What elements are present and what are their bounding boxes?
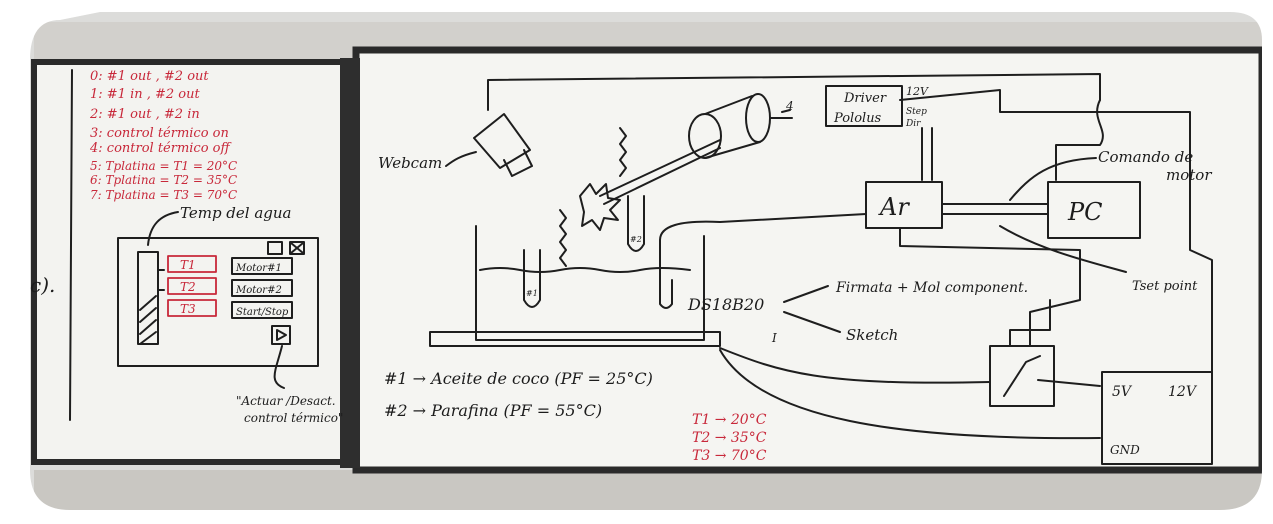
temp-1: T1 → 20°C	[692, 412, 767, 428]
psu-5v: 5V	[1112, 384, 1133, 400]
gui-t2-label: T2	[180, 280, 196, 294]
firmata-label: Firmata + Mol component.	[835, 280, 1028, 296]
motor-pin-label: 4	[785, 99, 794, 113]
material-2: #2 → Parafina (PF = 55°C)	[384, 401, 602, 420]
comando-label-2: motor	[1166, 166, 1212, 184]
sensor-label: DS18B20	[687, 295, 764, 314]
gui-startstop-label: Start/Stop	[236, 307, 289, 318]
driver-step: Step	[906, 107, 927, 117]
wall-bottom	[34, 470, 1264, 510]
gui-t3-label: T3	[180, 302, 196, 316]
sketch-label: Sketch	[846, 326, 898, 344]
tube-2-label: #2	[630, 235, 642, 244]
material-1: #1 → Aceite de coco (PF = 25°C)	[384, 369, 653, 388]
comando-label-1: Comando de	[1098, 148, 1193, 166]
pc-label: PC	[1067, 198, 1103, 226]
edge-text: c).	[30, 273, 55, 297]
tube-1-label: #1	[526, 289, 538, 298]
tset-label: Tset point	[1132, 279, 1198, 294]
actuar-note-1: "Actuar /Desact.	[236, 394, 336, 408]
arduino-label: Ar	[878, 193, 910, 221]
driver-label-1: Driver	[843, 91, 887, 106]
mode-0: 0: #1 out , #2 out	[90, 69, 209, 84]
webcam-label: Webcam	[378, 154, 442, 172]
gui-t1-label: T1	[180, 258, 196, 272]
voltage-top: 12V	[906, 85, 929, 98]
temp-label: Temp del agua	[180, 204, 292, 222]
current-label: I	[771, 331, 777, 345]
psu-gnd: GND	[1110, 443, 1140, 457]
mode-5: 5: Tplatina = T1 = 20°C	[90, 159, 237, 173]
gui-motor2-label: Motor#2	[235, 285, 282, 296]
mode-1: 1: #1 in , #2 out	[90, 87, 201, 102]
mode-2: 2: #1 out , #2 in	[89, 107, 200, 122]
temp-2: T2 → 35°C	[692, 430, 767, 446]
gui-motor1-label: Motor#1	[235, 263, 282, 274]
temp-3: T3 → 70°C	[692, 448, 767, 464]
driver-dir: Dir	[905, 119, 921, 129]
mode-3: 3: control térmico on	[90, 126, 229, 141]
mode-6: 6: Tplatina = T2 = 35°C	[90, 173, 237, 187]
board-divider	[340, 58, 360, 468]
mode-7: 7: Tplatina = T3 = 70°C	[90, 188, 237, 202]
psu-12v: 12V	[1168, 384, 1198, 400]
actuar-note-2: control térmico"	[244, 411, 343, 425]
driver-label-2: Pololus	[833, 111, 882, 126]
mode-4: 4: control térmico off	[89, 141, 233, 156]
